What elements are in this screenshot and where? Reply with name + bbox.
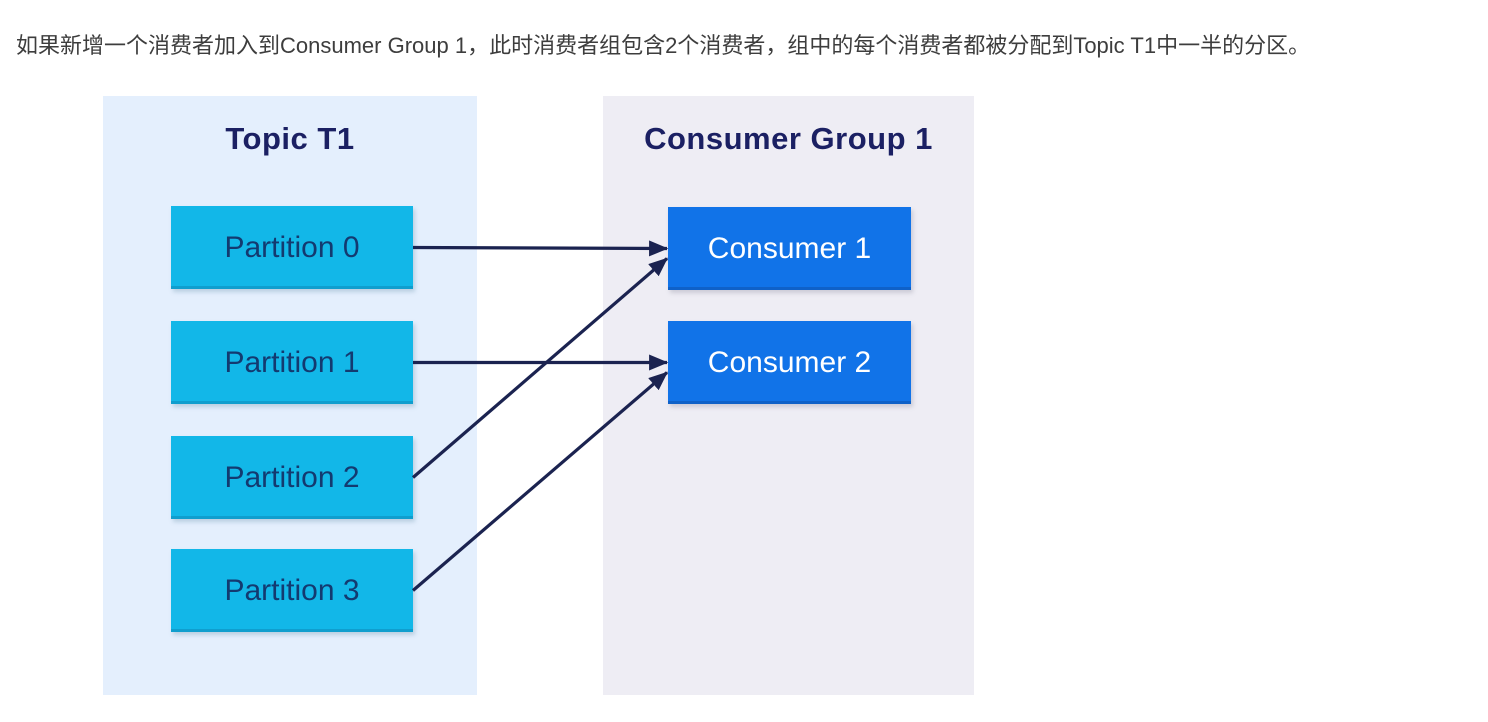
topic-panel: Topic T1 Partition 0 Partition 1 Partition…	[103, 96, 477, 695]
partition-2-node: Partition 2	[171, 436, 413, 519]
topic-panel-title: Topic T1	[225, 121, 355, 156]
consumer-group-panel-title: Consumer Group 1	[644, 121, 933, 156]
partition-1-node: Partition 1	[171, 321, 413, 404]
caption-text: 如果新增一个消费者加入到Consumer Group 1，此时消费者组包含2个消…	[16, 33, 1311, 58]
partition-0-node: Partition 0	[171, 206, 413, 289]
consumer-1-node: Consumer 1	[668, 207, 911, 290]
partition-3-node: Partition 3	[171, 549, 413, 632]
consumer-2-node: Consumer 2	[668, 321, 911, 404]
consumer-group-panel: Consumer Group 1 Consumer 1 Consumer 2	[603, 96, 974, 695]
